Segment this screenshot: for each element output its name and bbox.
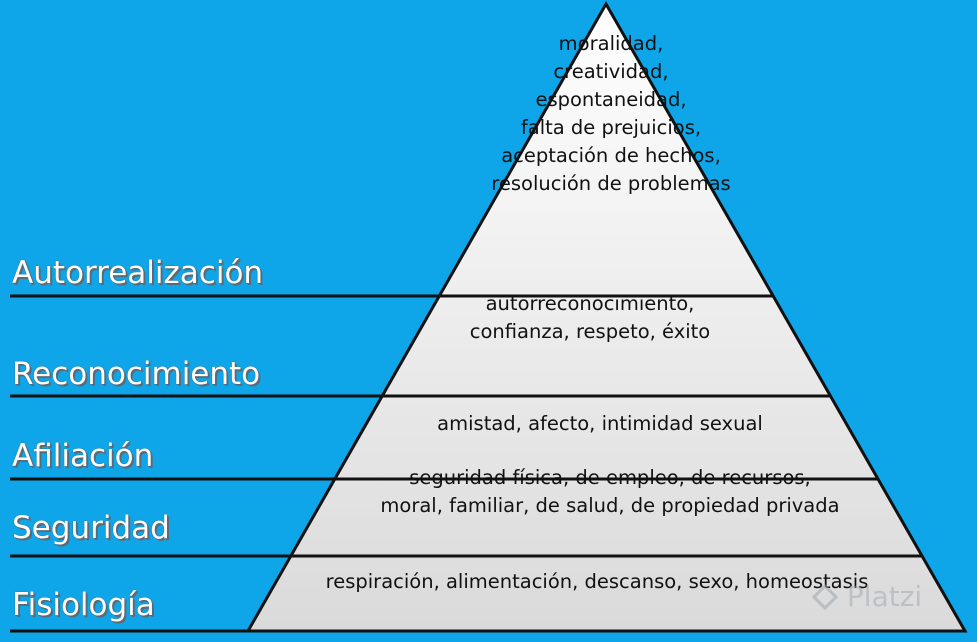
level-label: Fisiología [12,587,155,623]
description-line: amistad, afecto, intimidad sexual [437,412,763,435]
description-line: moralidad, [558,32,664,55]
description-line: aceptación de hechos, [501,144,721,167]
description-line: creatividad, [553,60,669,83]
level-label: Afiliación [12,438,154,474]
level-description: amistad, afecto, intimidad sexual [437,410,763,438]
watermark: Platzi [812,580,922,613]
description-line: moral, familiar, de salud, de propiedad … [380,494,840,517]
level-description: respiración, alimentación, descanso, sex… [326,568,869,596]
platzi-logo-icon [812,584,838,610]
level-description: autorreconocimiento, confianza, respeto, … [470,290,710,346]
level-label: Reconocimiento [12,356,261,392]
level-label: Seguridad [12,510,170,546]
description-line: autorreconocimiento, [485,292,695,315]
level-label: Autorrealización [12,255,264,291]
description-line: confianza, respeto, éxito [469,320,711,343]
description-line: seguridad física, de empleo, de recursos… [409,466,811,489]
description-line: espontaneidad, [535,88,687,111]
level-description: seguridad física, de empleo, de recursos… [380,464,839,520]
watermark-text: Platzi [846,580,923,613]
level-description: moralidad, creatividad, espontaneidad, falt… [491,30,730,198]
description-line: resolución de problemas [491,172,731,195]
description-line: falta de prejuicios, [520,116,702,139]
description-line: respiración, alimentación, descanso, sex… [325,570,869,593]
